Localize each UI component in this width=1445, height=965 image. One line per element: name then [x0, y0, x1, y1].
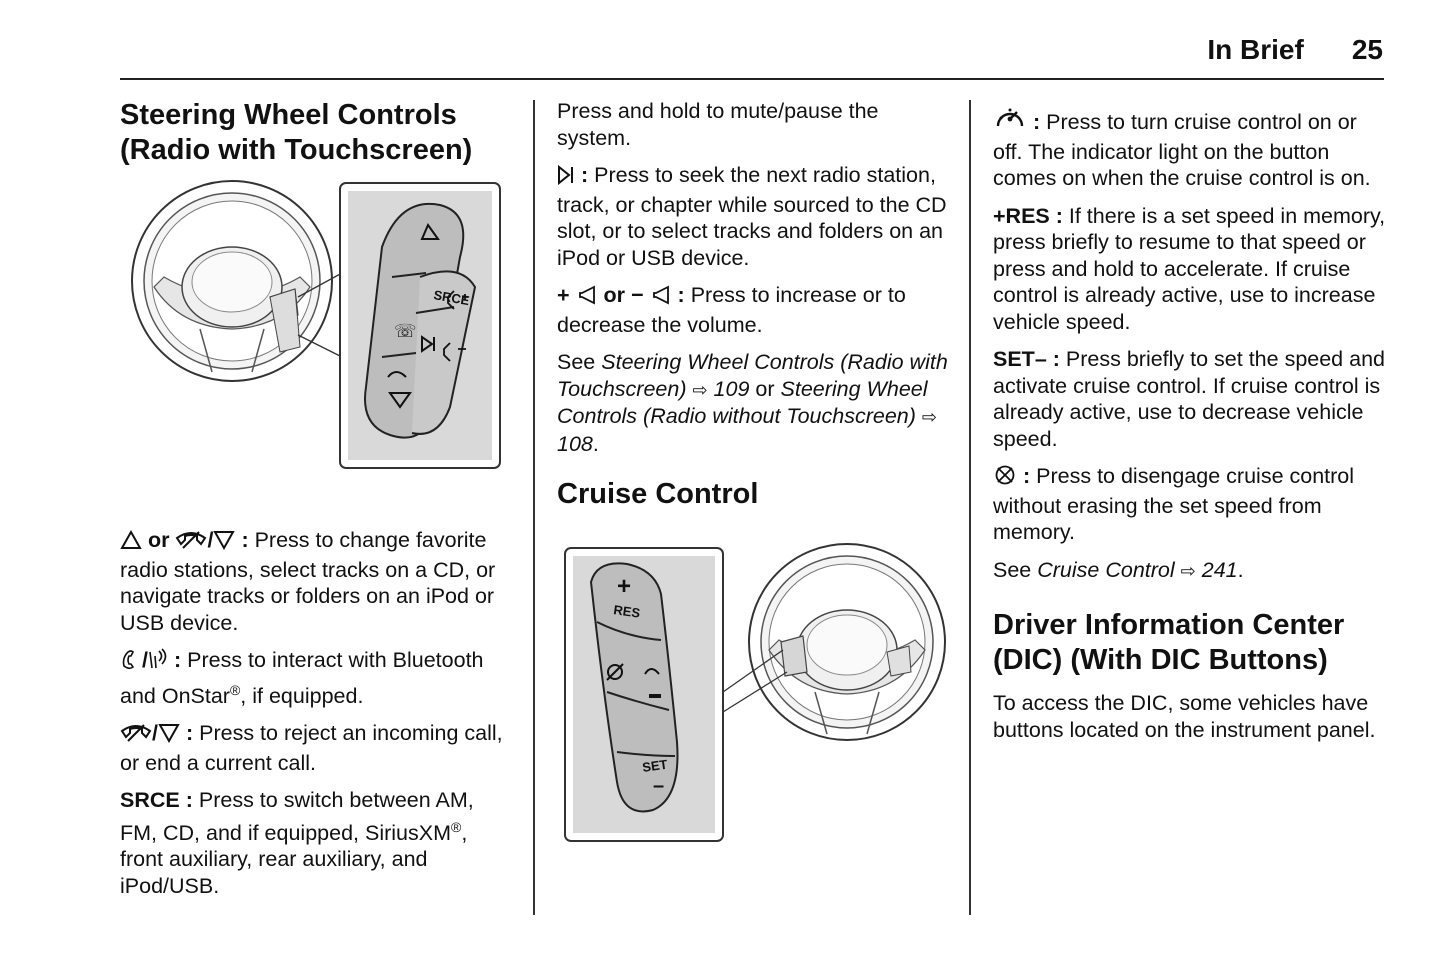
volume-paragraph: + or − : Press to increase or to decreas… — [557, 283, 906, 337]
volume-icon — [576, 285, 598, 312]
voice-recognition-icon — [148, 648, 168, 677]
steering-controls-heading: Steering Wheel Controls(Radio with Touch… — [120, 99, 473, 166]
see-also-cruise: See Cruise Control ⇨ 241. — [993, 557, 1244, 582]
xref-cruise-control[interactable]: Cruise Control — [1037, 557, 1175, 582]
up-triangle-icon — [120, 529, 142, 557]
cruise-set-paragraph: SET– : Press briefly to set the speed an… — [993, 347, 1385, 451]
column-divider-1 — [533, 100, 535, 915]
running-head: In Brief 25 — [1207, 34, 1383, 66]
set-button-label: SET — [641, 757, 668, 775]
phone-voice-icon — [120, 648, 142, 677]
srce-button-label: SRCE — [432, 287, 470, 308]
res-button-label: RES — [613, 602, 642, 621]
phone-end-icon — [120, 723, 152, 750]
see-also-steering: See Steering Wheel Controls (Radio with … — [557, 350, 948, 456]
page-ref-arrow-icon: ⇨ — [921, 407, 937, 427]
cancel-icon — [993, 464, 1017, 493]
svg-text:☏: ☏ — [394, 321, 417, 341]
column-divider-2 — [969, 100, 971, 915]
item-reject-call: / : Press to reject an incoming call, or… — [120, 721, 503, 775]
xref-steering-touchscreen[interactable]: Steering Wheel Controls (Radio with Touc… — [557, 350, 948, 401]
down-triangle-icon — [158, 723, 180, 750]
dic-heading: Driver Information Center(DIC) (With DIC… — [993, 609, 1345, 676]
cruise-control-figure: + RES SET – — [557, 542, 952, 852]
cruise-cancel-paragraph: : Press to disengage cruise control with… — [993, 464, 1355, 544]
cruise-onoff-paragraph: : Press to turn cruise control on or off… — [993, 104, 1388, 192]
cruise-speedometer-icon — [993, 104, 1027, 139]
column-2: Press and hold to mute/pause the system.… — [557, 98, 952, 852]
xref-steering-no-touchscreen[interactable]: Steering Wheel Controls (Radio without T… — [557, 376, 928, 429]
steering-wheel-illustration: SRCE ☏ — [131, 180, 501, 469]
item-bluetooth-onstar: / : Press to interact with Bluetooth and… — [120, 648, 484, 708]
steering-controls-figure: SRCE ☏ — [120, 177, 515, 527]
seek-paragraph: : Press to seek the next radio station, … — [557, 163, 947, 270]
item-seek-favorites: or / : Press to change favorite radio st… — [120, 528, 496, 635]
cruise-control-heading: Cruise Control — [557, 478, 759, 510]
page-number: 25 — [1351, 34, 1383, 65]
item-srce: SRCE : Press to switch between AM, FM, C… — [120, 788, 474, 898]
phone-end-icon — [175, 530, 207, 557]
section-title: In Brief — [1207, 34, 1304, 65]
volume-icon — [650, 285, 672, 312]
cruise-res-paragraph: +RES : If there is a set speed in memory… — [993, 203, 1386, 334]
res-plus-label: + — [617, 573, 631, 600]
down-triangle-icon — [213, 530, 236, 557]
column-3: : Press to turn cruise control on or off… — [993, 98, 1388, 754]
cruise-control-illustration: + RES SET – — [564, 543, 946, 842]
header-rule — [120, 78, 1384, 80]
seek-next-icon — [557, 164, 575, 192]
page-ref-arrow-icon: ⇨ — [692, 379, 708, 400]
page-ref-arrow-icon: ⇨ — [1180, 560, 1196, 581]
column-1: Steering Wheel Controls(Radio with Touch… — [120, 98, 515, 910]
mute-paragraph: Press and hold to mute/pause the system. — [557, 99, 879, 150]
set-minus-label: – — [653, 775, 664, 797]
dic-paragraph: To access the DIC, some vehicles have bu… — [993, 691, 1376, 742]
